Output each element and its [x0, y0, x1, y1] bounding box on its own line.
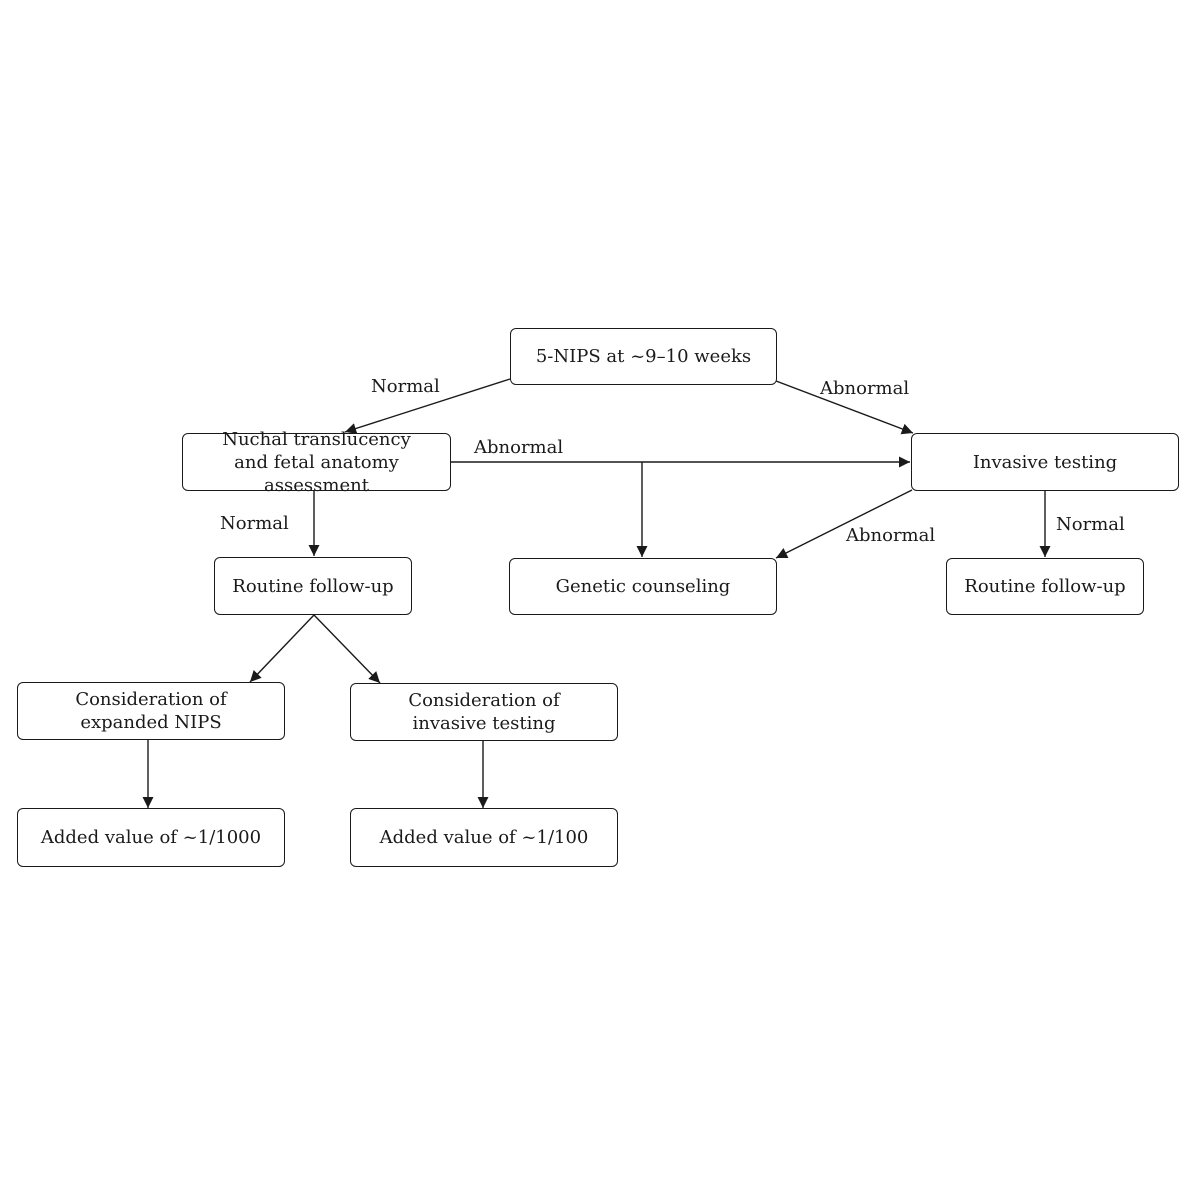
node-genetic-line1: Genetic counseling	[555, 576, 731, 597]
node-5-nips-line1: 5-NIPS at ~9–10 weeks	[535, 346, 752, 367]
arrow-invasive-to-genetic	[775, 489, 913, 559]
node-consideration-invasive-testing: Consideration of invasive testing	[350, 683, 618, 741]
arrow-routine-to-consider-invasive	[313, 614, 381, 684]
label-invasive-abnormal: Abnormal	[846, 525, 936, 546]
node-genetic-counseling: Genetic counseling	[509, 558, 777, 615]
node-consider-invasive-line1: Consideration of	[408, 690, 560, 711]
node-consideration-expanded-nips: Consideration of expanded NIPS	[17, 682, 285, 740]
node-routine-right-line1: Routine follow-up	[964, 576, 1126, 597]
node-added-value-100: Added value of ~1/100	[350, 808, 618, 867]
node-added-value-1000: Added value of ~1/1000	[17, 808, 285, 867]
node-consider-nips-line1: Consideration of	[75, 689, 227, 710]
arrow-start-to-nuchal	[344, 378, 511, 434]
node-nuchal-line2: and fetal anatomy assessment	[234, 451, 399, 496]
label-nuchal-abnormal: Abnormal	[474, 437, 564, 458]
arrow-start-to-invasive	[775, 380, 914, 435]
node-invasive-line1: Invasive testing	[972, 451, 1118, 473]
node-nuchal-translucency: Nuchal translucency and fetal anatomy as…	[182, 429, 451, 496]
label-invasive-normal: Normal	[1056, 514, 1125, 535]
label-start-abnormal: Abnormal	[820, 378, 910, 399]
node-value-100-line1: Added value of ~1/100	[379, 827, 589, 848]
label-nuchal-normal: Normal	[220, 513, 289, 534]
node-value-1000-line1: Added value of ~1/1000	[40, 827, 262, 848]
node-consider-invasive-line2: invasive testing	[412, 713, 556, 734]
node-consider-nips-line2: expanded NIPS	[80, 712, 222, 733]
arrow-routine-to-consider-nips	[249, 614, 315, 683]
node-routine-follow-up-right: Routine follow-up	[946, 558, 1144, 615]
node-5-nips: 5-NIPS at ~9–10 weeks	[510, 328, 777, 385]
node-routine-left-line1: Routine follow-up	[232, 575, 394, 597]
node-routine-follow-up-left: Routine follow-up	[214, 557, 412, 615]
node-nuchal-line1: Nuchal translucency	[222, 428, 411, 450]
node-invasive-testing: Invasive testing	[911, 433, 1179, 491]
label-start-normal: Normal	[371, 376, 440, 397]
